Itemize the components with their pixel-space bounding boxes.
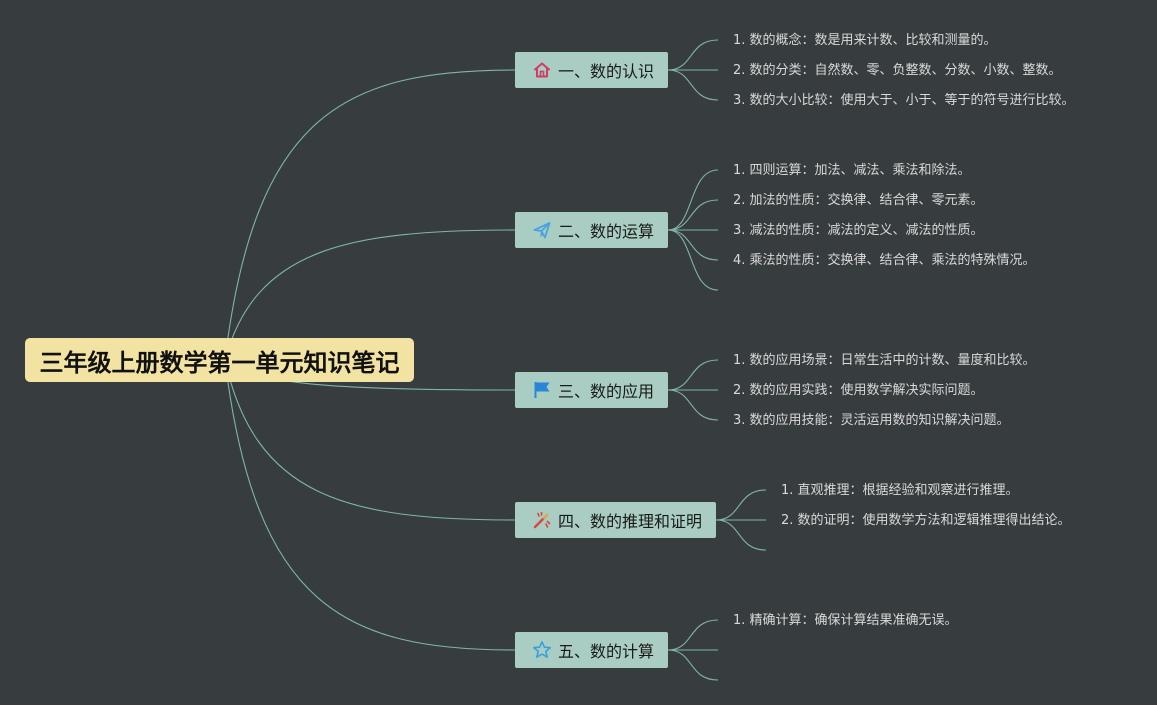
leaf-item[interactable]: 1. 四则运算：加法、减法、乘法和除法。 xyxy=(733,163,971,178)
root-connector xyxy=(224,229,516,361)
star-icon xyxy=(532,640,552,660)
leaf-connector xyxy=(667,229,719,261)
branch-label: 四、数的推理和证明 xyxy=(558,512,703,531)
root-topic[interactable]: 三年级上册数学第一单元知识笔记 xyxy=(25,338,414,382)
leaf-connector xyxy=(715,489,767,521)
leaf-item[interactable]: 1. 直观推理：根据经验和观察进行推理。 xyxy=(781,483,1019,498)
leaf-connector xyxy=(667,169,719,231)
branch-topic-number-operations[interactable]: 二、数的运算 xyxy=(515,212,668,248)
leaf-item[interactable]: 3. 数的应用技能：灵活运用数的知识解决问题。 xyxy=(733,413,1010,428)
branch-label: 二、数的运算 xyxy=(558,222,655,241)
branch-label: 一、数的认识 xyxy=(558,62,655,81)
branch-topic-reasoning-and-proof[interactable]: 四、数的推理和证明 xyxy=(515,502,716,538)
home-icon xyxy=(532,60,552,80)
branch-topic-number-application[interactable]: 三、数的应用 xyxy=(515,372,668,408)
root-title: 三年级上册数学第一单元知识笔记 xyxy=(39,348,400,377)
leaf-connector xyxy=(715,519,767,551)
branch-topic-number-calculation[interactable]: 五、数的计算 xyxy=(515,632,668,668)
root-connector xyxy=(224,359,516,521)
leaf-item[interactable]: 1. 精确计算：确保计算结果准确无误。 xyxy=(733,613,958,628)
leaf-item[interactable]: 1. 数的概念：数是用来计数、比较和测量的。 xyxy=(733,33,997,48)
branch-topic-number-recognition[interactable]: 一、数的认识 xyxy=(515,52,668,88)
root-connector xyxy=(224,69,516,361)
leaf-connector xyxy=(667,359,719,391)
leaf-connector xyxy=(667,69,719,101)
paper-plane-icon xyxy=(532,220,552,240)
leaf-item[interactable]: 2. 数的证明：使用数学方法和逻辑推理得出结论。 xyxy=(781,513,1071,528)
leaf-item[interactable]: 2. 数的应用实践：使用数学解决实际问题。 xyxy=(733,383,984,398)
leaf-item[interactable]: 1. 数的应用场景：日常生活中的计数、量度和比较。 xyxy=(733,353,1036,368)
root-connector xyxy=(224,359,516,651)
leaf-connector xyxy=(667,39,719,71)
leaf-connector xyxy=(667,619,719,651)
branch-label: 五、数的计算 xyxy=(558,642,655,661)
magic-wand-icon xyxy=(532,510,552,530)
leaf-item[interactable]: 2. 数的分类：自然数、零、负整数、分数、小数、整数。 xyxy=(733,63,1062,78)
leaf-connector xyxy=(667,649,719,681)
leaf-item[interactable]: 2. 加法的性质：交换律、结合律、零元素。 xyxy=(733,193,984,208)
leaf-connector xyxy=(667,389,719,421)
leaf-connector xyxy=(667,199,719,231)
leaf-item[interactable]: 4. 乘法的性质：交换律、结合律、乘法的特殊情况。 xyxy=(733,253,1036,268)
leaf-item[interactable]: 3. 减法的性质：减法的定义、减法的性质。 xyxy=(733,223,984,238)
leaf-connector xyxy=(667,229,719,291)
leaf-item[interactable]: 3. 数的大小比较：使用大于、小于、等于的符号进行比较。 xyxy=(733,93,1075,108)
branch-label: 三、数的应用 xyxy=(558,382,655,401)
flag-icon xyxy=(532,380,552,400)
